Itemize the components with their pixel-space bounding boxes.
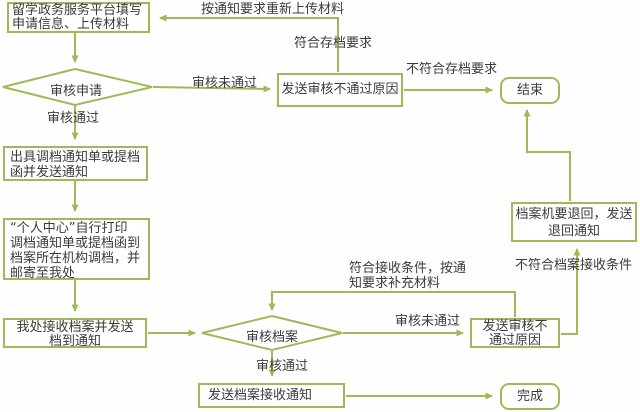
node-send-receive-notice: 发送档案接收通知 <box>198 383 345 408</box>
node-personal-center-print: “个人中心”自行打印 调档通知单或提档函到 档案所在机构调档，并 邮寄至我处 <box>3 218 150 281</box>
node-send-review-fail-bottom: 发送审核不 通过原因 <box>470 318 560 348</box>
edge-review-fail-top <box>152 85 271 93</box>
edge-label-review-pass-bottom: 审核通过 <box>256 359 309 374</box>
edge-label-not-meet-archive-req: 不符合存档要求 <box>406 62 498 77</box>
decision-review-archive-label: 审核档案 <box>245 330 298 345</box>
node-end: 结束 <box>500 77 560 104</box>
node-issue-notice: 出具调档通知单或提档 函并发送通知 <box>3 146 148 181</box>
decision-review-application <box>2 67 153 107</box>
edge-label-not-meet-receive-cond: 不符合档案接收条件 <box>515 258 633 273</box>
edge-label-meet-archive-req: 符合存档要求 <box>294 36 373 51</box>
edge-label-meet-receive-cond: 符合接收条件，按通 知要求补充材料 <box>349 261 467 291</box>
node-receive-archive: 我处接收档案并发送 档到通知 <box>3 318 147 349</box>
edge-fail-to-return <box>561 248 581 335</box>
edge-label-review-fail-bottom: 审核未通过 <box>395 314 461 329</box>
node-done: 完成 <box>500 383 560 410</box>
node-return-archive: 档案机要退回，发送 退回通知 <box>511 202 637 242</box>
edge-label-review-pass-top: 审核通过 <box>47 111 100 126</box>
edge-reupload-loop <box>159 14 339 72</box>
edge-supplement-loop <box>268 291 516 317</box>
edge-label-reupload: 按通知要求重新上传材料 <box>201 2 345 17</box>
decision-review-application-label: 审核申请 <box>49 84 102 99</box>
edge-return-to-end <box>523 109 571 201</box>
node-send-review-fail-top: 发送审核不通过原因 <box>277 73 403 107</box>
edge-label-review-fail-top: 审核未通过 <box>192 76 258 91</box>
node-platform-fill: 留学政务服务平台填写 申请信息、上传材料 <box>7 2 150 33</box>
decision-review-archive <box>201 314 343 352</box>
